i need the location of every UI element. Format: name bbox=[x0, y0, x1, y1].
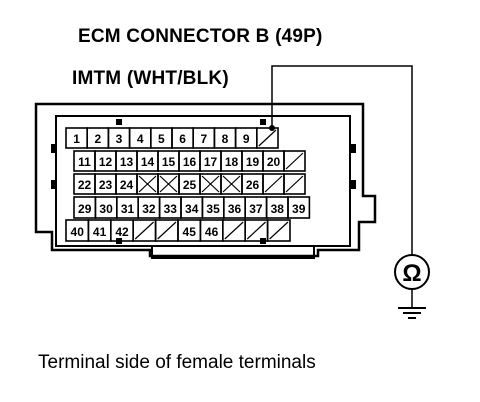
terminal-number: 33 bbox=[164, 202, 178, 216]
empty-cavity-slash bbox=[285, 175, 304, 193]
terminal-number: 11 bbox=[78, 155, 91, 169]
empty-cavity-slash bbox=[258, 129, 277, 147]
terminal-number: 40 bbox=[71, 225, 85, 239]
terminal-number: 45 bbox=[183, 225, 197, 239]
terminal-number: 8 bbox=[222, 132, 229, 146]
latch-notch-left-bottom bbox=[51, 180, 57, 189]
latch-notch-right-bottom bbox=[350, 180, 356, 189]
terminal-number: 30 bbox=[99, 202, 113, 216]
terminal-number: 15 bbox=[162, 155, 176, 169]
terminal-number: 26 bbox=[246, 178, 260, 192]
terminal-number: 5 bbox=[158, 132, 165, 146]
wire-label: IMTM (WHT/BLK) bbox=[72, 68, 229, 89]
terminal-number: 20 bbox=[267, 155, 281, 169]
terminal-number: 2 bbox=[94, 132, 101, 146]
blocked-cavity-cross bbox=[138, 175, 157, 193]
latch-tab-top-right bbox=[260, 119, 266, 125]
probe-wire bbox=[271, 65, 413, 256]
empty-cavity-slash bbox=[264, 175, 283, 193]
terminal-number: 41 bbox=[93, 225, 107, 239]
terminal-number: 23 bbox=[99, 178, 113, 192]
blocked-cavity-cross bbox=[201, 175, 220, 193]
terminal-number: 6 bbox=[179, 132, 186, 146]
terminal-number: 32 bbox=[142, 202, 156, 216]
empty-cavity-slash bbox=[134, 221, 155, 240]
terminal-number: 14 bbox=[141, 155, 155, 169]
terminal-number: 25 bbox=[183, 178, 197, 192]
latch-notch-left-top bbox=[51, 144, 57, 153]
blocked-cavity-cross bbox=[159, 175, 178, 193]
terminal-number: 18 bbox=[225, 155, 239, 169]
terminal-number: 31 bbox=[121, 202, 135, 216]
terminal-number: 17 bbox=[204, 155, 218, 169]
connector-housing-outline bbox=[34, 102, 377, 258]
connector-inner-housing bbox=[55, 115, 351, 247]
latch-tab-top-left bbox=[116, 119, 122, 125]
empty-cavity-slash bbox=[246, 221, 267, 240]
empty-cavity-slash bbox=[224, 221, 244, 240]
terminal-number: 3 bbox=[116, 132, 123, 146]
terminal-number: 22 bbox=[78, 178, 92, 192]
terminal-number: 38 bbox=[271, 202, 285, 216]
terminal-number: 12 bbox=[99, 155, 113, 169]
terminal-number: 16 bbox=[183, 155, 197, 169]
terminal-number: 9 bbox=[243, 132, 250, 146]
terminal-number: 19 bbox=[246, 155, 260, 169]
terminal-number: 36 bbox=[228, 202, 242, 216]
terminal-number: 1 bbox=[73, 132, 80, 146]
empty-cavity-slash bbox=[157, 221, 177, 240]
terminal-number: 4 bbox=[137, 132, 144, 146]
terminal-number: 35 bbox=[206, 202, 220, 216]
empty-cavity-slash bbox=[285, 152, 304, 170]
terminal-number: 34 bbox=[185, 202, 199, 216]
terminal-cell bbox=[255, 127, 279, 149]
connector-bottom-lug bbox=[151, 246, 315, 259]
ohmmeter-label: Ω bbox=[402, 260, 421, 287]
terminal-number: 29 bbox=[78, 202, 92, 216]
terminal-cell bbox=[283, 150, 306, 172]
empty-cavity-slash bbox=[269, 221, 289, 240]
terminal-number: 46 bbox=[205, 225, 219, 239]
terminal-cell bbox=[283, 173, 306, 195]
diagram-title: ECM CONNECTOR B (49P) bbox=[78, 26, 323, 47]
diagram-caption: Terminal side of female terminals bbox=[38, 352, 316, 373]
latch-notch-right-top bbox=[350, 144, 356, 153]
blocked-cavity-cross bbox=[222, 175, 241, 193]
terminal-number: 7 bbox=[200, 132, 207, 146]
terminal-cell bbox=[266, 219, 291, 242]
terminal-number: 42 bbox=[115, 225, 129, 239]
terminal-number: 37 bbox=[249, 202, 263, 216]
terminal-number: 24 bbox=[120, 178, 134, 192]
terminal-cell bbox=[287, 196, 311, 219]
terminal-number: 13 bbox=[120, 155, 134, 169]
terminal-number: 39 bbox=[292, 202, 306, 216]
probe-contact-dot bbox=[269, 125, 275, 131]
